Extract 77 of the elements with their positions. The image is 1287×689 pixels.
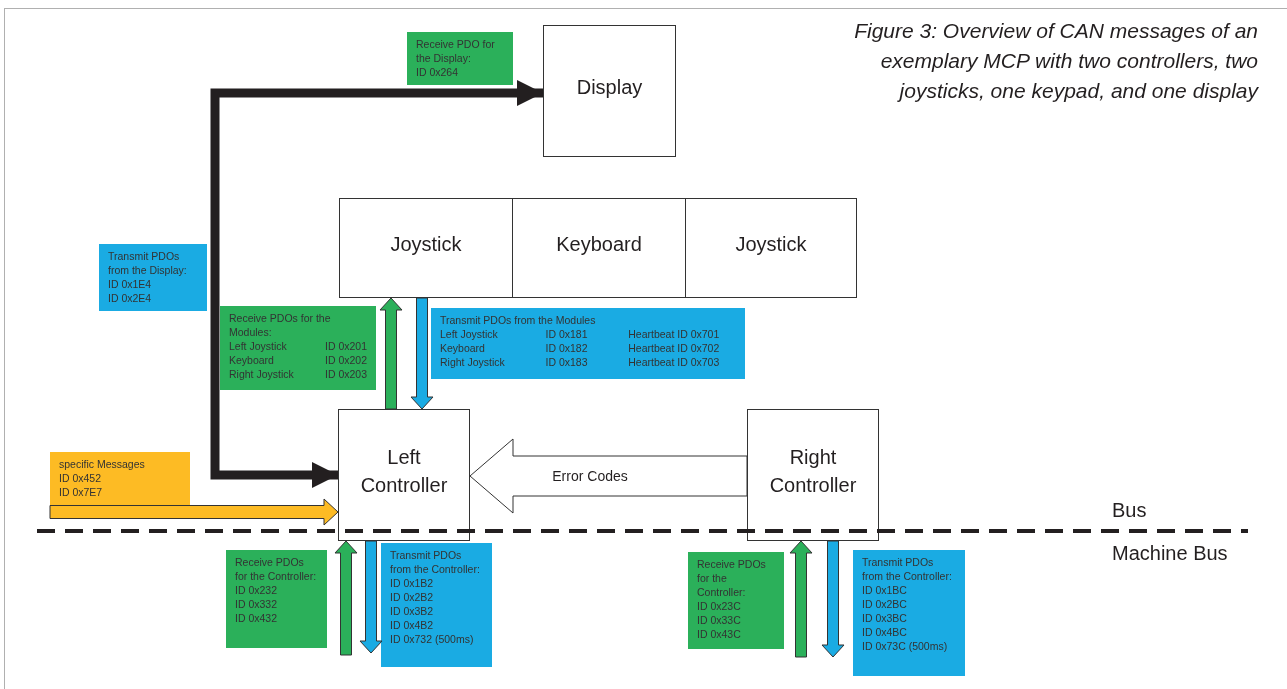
message-box bbox=[853, 550, 965, 676]
message-entry: Heartbeat ID 0x701 bbox=[628, 327, 721, 341]
message-entry: Keyboard bbox=[440, 341, 486, 355]
box-label: Right Controller bbox=[768, 445, 858, 498]
box-label: Display bbox=[576, 75, 643, 100]
message-heading: Receive PDOs for the Controller: bbox=[235, 555, 318, 583]
message-entry: ID 0x2BC bbox=[862, 597, 908, 611]
block-arrow bbox=[821, 540, 845, 658]
message-entry: ID 0x264 bbox=[416, 65, 460, 79]
figure-caption: Figure 3: Overview of CAN messages of an exemplary MCP with two controllers, two joysticks, one keypad, and one display bbox=[853, 18, 1258, 104]
message-box bbox=[407, 32, 513, 85]
bus-label: Bus bbox=[1112, 498, 1147, 523]
message-box bbox=[220, 306, 376, 390]
message-entry: ID 0x201 bbox=[324, 339, 367, 353]
message-entry: ID 0x4B2 bbox=[390, 618, 435, 632]
box-label: Left Controller bbox=[359, 445, 449, 498]
message-entry: ID 0x181 bbox=[545, 327, 589, 341]
message-heading: Receive PDOs for the Controller: bbox=[697, 557, 767, 599]
message-entry: ID 0x202 bbox=[324, 353, 367, 367]
module-box bbox=[339, 198, 513, 298]
arrow bbox=[210, 80, 543, 488]
message-heading: Transmit PDOs from the Display: bbox=[108, 249, 188, 277]
message-entry: Left Joystick bbox=[440, 327, 499, 341]
message-entry: ID 0x232 bbox=[235, 583, 279, 597]
message-box bbox=[431, 308, 745, 379]
message-entry: ID 0x452 bbox=[59, 471, 103, 485]
message-entry: ID 0x3BC bbox=[862, 611, 908, 625]
message-entry: ID 0x7E7 bbox=[59, 485, 104, 499]
message-entry: ID 0x3B2 bbox=[390, 604, 435, 618]
message-heading: Transmit PDOs from the Controller: bbox=[862, 555, 953, 583]
message-heading: Transmit PDOs from the Modules bbox=[440, 313, 597, 327]
message-box bbox=[99, 244, 207, 311]
display-box bbox=[543, 25, 676, 157]
message-entry: ID 0x23C bbox=[697, 599, 742, 613]
block-arrow bbox=[49, 498, 339, 526]
message-entry: ID 0x1B2 bbox=[390, 576, 435, 590]
bus-label: Machine Bus bbox=[1112, 541, 1228, 566]
message-entry: ID 0x33C bbox=[697, 613, 742, 627]
message-entry: ID 0x182 bbox=[545, 341, 589, 355]
message-entry: ID 0x73C (500ms) bbox=[862, 639, 949, 653]
message-entry: ID 0x2B2 bbox=[390, 590, 435, 604]
block-arrow bbox=[359, 540, 383, 654]
box-label: Joystick bbox=[390, 232, 462, 257]
controller-box bbox=[747, 409, 879, 541]
message-box bbox=[688, 552, 784, 649]
module-box bbox=[685, 198, 857, 298]
block-arrow bbox=[789, 540, 813, 658]
message-entry: ID 0x1E4 bbox=[108, 277, 153, 291]
box-label: Joystick bbox=[735, 232, 807, 257]
message-heading: specific Messages bbox=[59, 457, 146, 471]
message-heading: Receive PDOs for the Modules: bbox=[229, 311, 332, 339]
message-entry: Keyboard bbox=[229, 353, 275, 367]
block-arrow bbox=[379, 297, 403, 410]
block-arrow bbox=[410, 297, 434, 410]
message-entry: ID 0x1BC bbox=[862, 583, 908, 597]
message-entry: ID 0x332 bbox=[235, 597, 279, 611]
message-entry: Right Joystick bbox=[229, 367, 295, 381]
message-box bbox=[50, 452, 190, 505]
message-entry: Left Joystick bbox=[229, 339, 288, 353]
message-entry: ID 0x432 bbox=[235, 611, 279, 625]
message-box bbox=[226, 550, 327, 648]
block-arrow bbox=[334, 540, 358, 656]
module-box bbox=[512, 198, 686, 298]
message-entry: ID 0x43C bbox=[697, 627, 742, 641]
message-heading: Receive PDO for the Display: bbox=[416, 37, 496, 65]
controller-box bbox=[338, 409, 470, 541]
message-entry: Heartbeat ID 0x702 bbox=[628, 341, 721, 355]
message-entry: ID 0x203 bbox=[324, 367, 367, 381]
message-entry: ID 0x183 bbox=[545, 355, 589, 369]
message-heading: Transmit PDOs from the Controller: bbox=[390, 548, 481, 576]
box-label: Keyboard bbox=[556, 232, 642, 257]
message-entry: ID 0x2E4 bbox=[108, 291, 153, 305]
message-box bbox=[381, 543, 492, 667]
message-entry: ID 0x732 (500ms) bbox=[390, 632, 475, 646]
message-entry: Right Joystick bbox=[440, 355, 506, 369]
message-entry: Heartbeat ID 0x703 bbox=[628, 355, 721, 369]
message-entry: ID 0x4BC bbox=[862, 625, 908, 639]
